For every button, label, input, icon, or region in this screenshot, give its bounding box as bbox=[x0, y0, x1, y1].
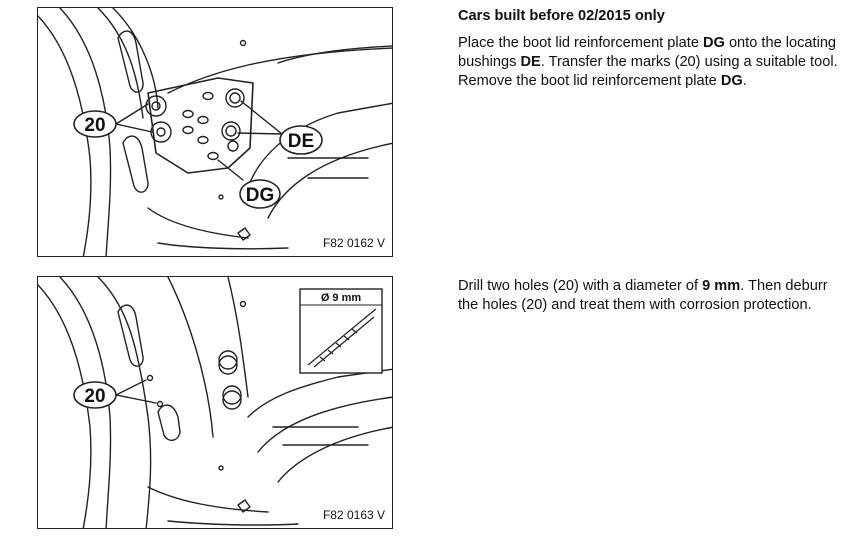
callout-dg: DG bbox=[239, 179, 281, 209]
drill-inset: Ø 9 mm bbox=[299, 288, 383, 374]
figure-2-drawing: Ø 9 mm 20 bbox=[38, 277, 392, 528]
callout-de: DE bbox=[279, 125, 323, 155]
svg-text:DG: DG bbox=[246, 185, 275, 206]
instruction-text: onto the locating bushings bbox=[458, 35, 837, 70]
callout-20: 20 bbox=[73, 110, 117, 138]
callout-20: 20 bbox=[73, 381, 117, 409]
instruction-text: . Transfer the marks (20) using a suitab… bbox=[458, 54, 838, 89]
step-2-text: Drill two holes (20) with a diameter of … bbox=[458, 277, 838, 315]
figure-code: F82 0163 V bbox=[322, 508, 385, 522]
figure-code: F82 0162 V bbox=[322, 236, 385, 250]
svg-text:20: 20 bbox=[84, 386, 105, 407]
part-code: DG bbox=[703, 35, 725, 51]
instruction-text: Place the boot lid reinforcement plate bbox=[458, 35, 703, 51]
figure-1-drawing: 20 DE DG bbox=[38, 8, 392, 256]
svg-text:Ø 9 mm: Ø 9 mm bbox=[321, 292, 362, 304]
part-code: DE bbox=[520, 54, 541, 70]
step-instruction: Place the boot lid reinforcement plate D… bbox=[458, 34, 838, 91]
step-instruction: Drill two holes (20) with a diameter of … bbox=[458, 277, 838, 315]
step-heading: Cars built before 02/2015 only bbox=[458, 8, 665, 24]
step-1-text: Cars built before 02/2015 only Place the… bbox=[458, 7, 838, 91]
svg-text:DE: DE bbox=[288, 131, 314, 152]
hole-diameter: 9 mm bbox=[702, 278, 741, 294]
figure-1: 20 DE DG F82 0162 V bbox=[37, 7, 393, 257]
instruction-text: . bbox=[742, 73, 747, 89]
instruction-text: . Then deburr the holes (20) and treat t… bbox=[458, 278, 828, 313]
instruction-text: Drill two holes (20) with a diameter of bbox=[458, 278, 703, 294]
svg-text:20: 20 bbox=[84, 115, 105, 136]
figure-2: Ø 9 mm 20 F82 0163 V bbox=[37, 276, 393, 529]
part-code: DG bbox=[720, 73, 743, 89]
